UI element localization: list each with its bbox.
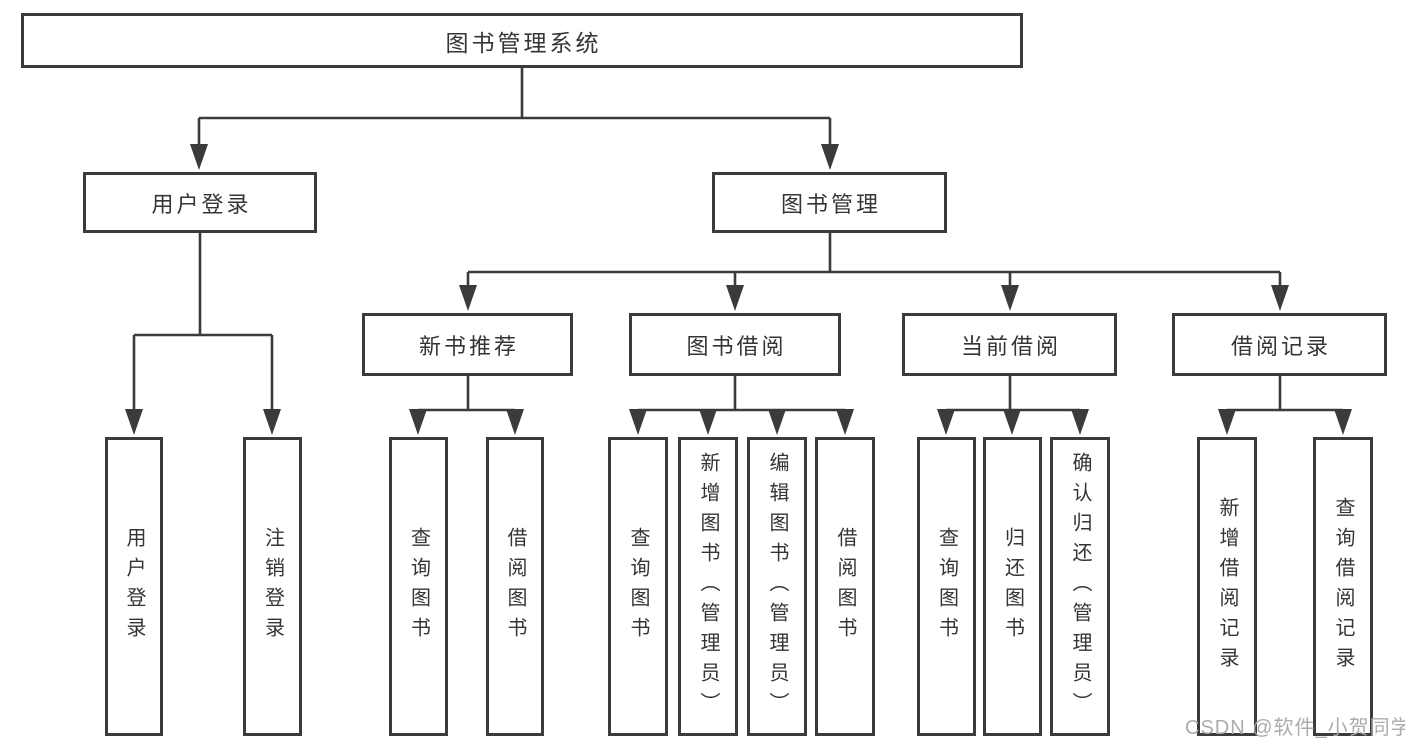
leaf-current-return-books: 归还图书	[983, 437, 1042, 736]
connector-newbook-to-leaves	[418, 376, 515, 412]
node-current-borrowing: 当前借阅	[902, 313, 1117, 376]
node-root-library-system: 图书管理系统	[21, 13, 1023, 68]
connector-current-to-leaves	[946, 376, 1080, 412]
arrowhead-icon	[409, 409, 427, 435]
leaf-logout: 注销登录	[243, 437, 302, 736]
leaf-borrow-query-books: 查询图书	[608, 437, 668, 736]
arrowhead-icon	[190, 144, 208, 170]
leaf-user-login: 用户登录	[105, 437, 163, 736]
arrowhead-icon	[1334, 409, 1352, 435]
node-new-book-recommend: 新书推荐	[362, 313, 573, 376]
leaf-current-confirm-return-admin: 确认归还（管理员）	[1050, 437, 1110, 736]
leaf-current-query-books: 查询图书	[917, 437, 976, 736]
leaf-records-query-record: 查询借阅记录	[1313, 437, 1373, 736]
arrowhead-icon	[836, 409, 854, 435]
arrowhead-icon	[699, 409, 717, 435]
arrowhead-icon	[1071, 409, 1089, 435]
leaf-borrow-borrow-books: 借阅图书	[815, 437, 875, 736]
arrowhead-icon	[1218, 409, 1236, 435]
arrowhead-icon	[821, 144, 839, 170]
connector-bookmgmt-to-level3	[466, 233, 1282, 287]
connector-borrow-to-leaves	[638, 376, 845, 412]
connector-root-to-level2	[197, 68, 832, 146]
arrowhead-icon	[1003, 409, 1021, 435]
csdn-watermark: CSDN @软件_小贺同学	[1185, 717, 1405, 739]
connector-records-to-leaves	[1227, 376, 1343, 412]
arrowhead-icon	[1271, 285, 1289, 311]
node-book-borrowing: 图书借阅	[629, 313, 841, 376]
connector-userlogin-to-leaves	[132, 233, 274, 411]
node-book-management-branch: 图书管理	[712, 172, 947, 233]
leaf-newbook-borrow-books: 借阅图书	[486, 437, 544, 736]
arrowhead-icon	[937, 409, 955, 435]
leaf-records-add-record: 新增借阅记录	[1197, 437, 1257, 736]
arrowhead-icon	[1001, 285, 1019, 311]
arrowhead-icon	[125, 409, 143, 435]
arrowhead-icon	[726, 285, 744, 311]
leaf-newbook-query-books: 查询图书	[389, 437, 448, 736]
arrowhead-icon	[506, 409, 524, 435]
arrowhead-icon	[263, 409, 281, 435]
arrowhead-icon	[459, 285, 477, 311]
arrowhead-icon	[629, 409, 647, 435]
leaf-borrow-add-books-admin: 新增图书（管理员）	[678, 437, 738, 736]
node-borrowing-records: 借阅记录	[1172, 313, 1387, 376]
leaf-borrow-edit-books-admin: 编辑图书（管理员）	[747, 437, 807, 736]
node-user-login-branch: 用户登录	[83, 172, 317, 233]
arrowhead-icon	[768, 409, 786, 435]
